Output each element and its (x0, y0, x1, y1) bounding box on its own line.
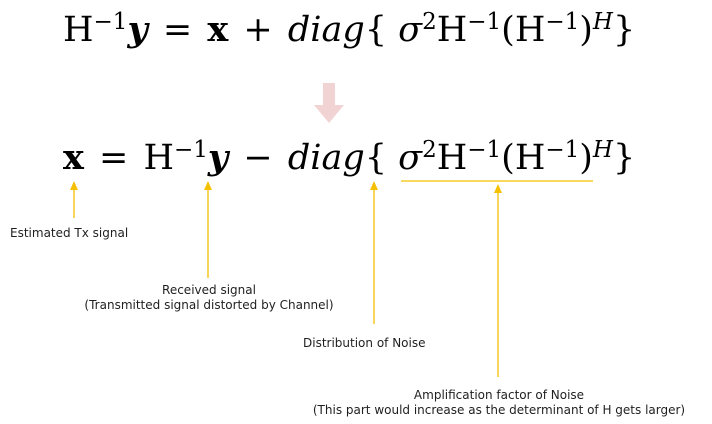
open-brace: { (364, 138, 388, 178)
vector-x: x (63, 137, 84, 178)
arrow-received-signal (204, 181, 212, 278)
arrow-noise-distribution (370, 181, 378, 324)
diag-operator: diag (287, 138, 365, 178)
matrix-H: H (514, 138, 546, 178)
label-received-line2: (Transmitted signal distorted by Channel… (84, 298, 334, 312)
label-noise-distribution: Distribution of Noise (303, 336, 426, 350)
close-brace: } (612, 138, 636, 178)
open-paren: ( (501, 138, 515, 178)
label-received-line1: Received signal (162, 283, 256, 297)
label-estimated-tx: Estimated Tx signal (10, 226, 129, 240)
inverse-exponent: −1 (545, 137, 580, 163)
inverse-exponent: −1 (545, 9, 580, 35)
vector-x: x (207, 9, 229, 50)
matrix-H: H (436, 138, 468, 178)
open-brace: { (364, 10, 388, 50)
close-paren: ) (579, 138, 593, 178)
label-amplification-line1: Amplification factor of Noise (413, 388, 585, 402)
vector-y: y (207, 137, 229, 178)
sigma-symbol: σ (398, 138, 423, 178)
label-amplification-line2: (This part would increase as the determi… (312, 403, 686, 417)
equals-sign: = (162, 10, 193, 50)
matrix-H: H (436, 10, 468, 50)
inverse-exponent: −1 (174, 137, 208, 163)
hermitian-exponent: H (592, 137, 613, 163)
diag-operator: diag (287, 10, 365, 50)
vector-y: y (127, 9, 148, 50)
label-received-signal: Received signal (Transmitted signal dist… (69, 283, 349, 313)
inverse-exponent: −1 (467, 9, 502, 35)
minus-sign: − (243, 138, 273, 178)
equation-top: H−1y = x + diag{ σ2H−1(H−1)H} (63, 9, 636, 50)
plus-sign: + (243, 10, 273, 50)
arrow-amplification (494, 184, 502, 377)
matrix-H: H (143, 138, 175, 178)
inverse-exponent: −1 (93, 9, 128, 35)
matrix-H: H (63, 10, 94, 50)
matrix-H: H (514, 10, 546, 50)
sigma-exponent: 2 (422, 9, 437, 35)
inverse-exponent: −1 (467, 137, 502, 163)
arrow-estimated-tx (70, 181, 78, 218)
down-arrow-icon (314, 83, 344, 123)
close-brace: } (612, 10, 636, 50)
hermitian-exponent: H (592, 9, 613, 35)
close-paren: ) (579, 10, 593, 50)
open-paren: ( (501, 10, 515, 50)
sigma-symbol: σ (398, 10, 423, 50)
label-amplification: Amplification factor of Noise (This part… (289, 388, 709, 418)
equals-sign: = (99, 138, 129, 178)
equation-bottom: x = H−1y − diag{ σ2H−1(H−1)H} (63, 137, 636, 178)
sigma-exponent: 2 (422, 137, 437, 163)
